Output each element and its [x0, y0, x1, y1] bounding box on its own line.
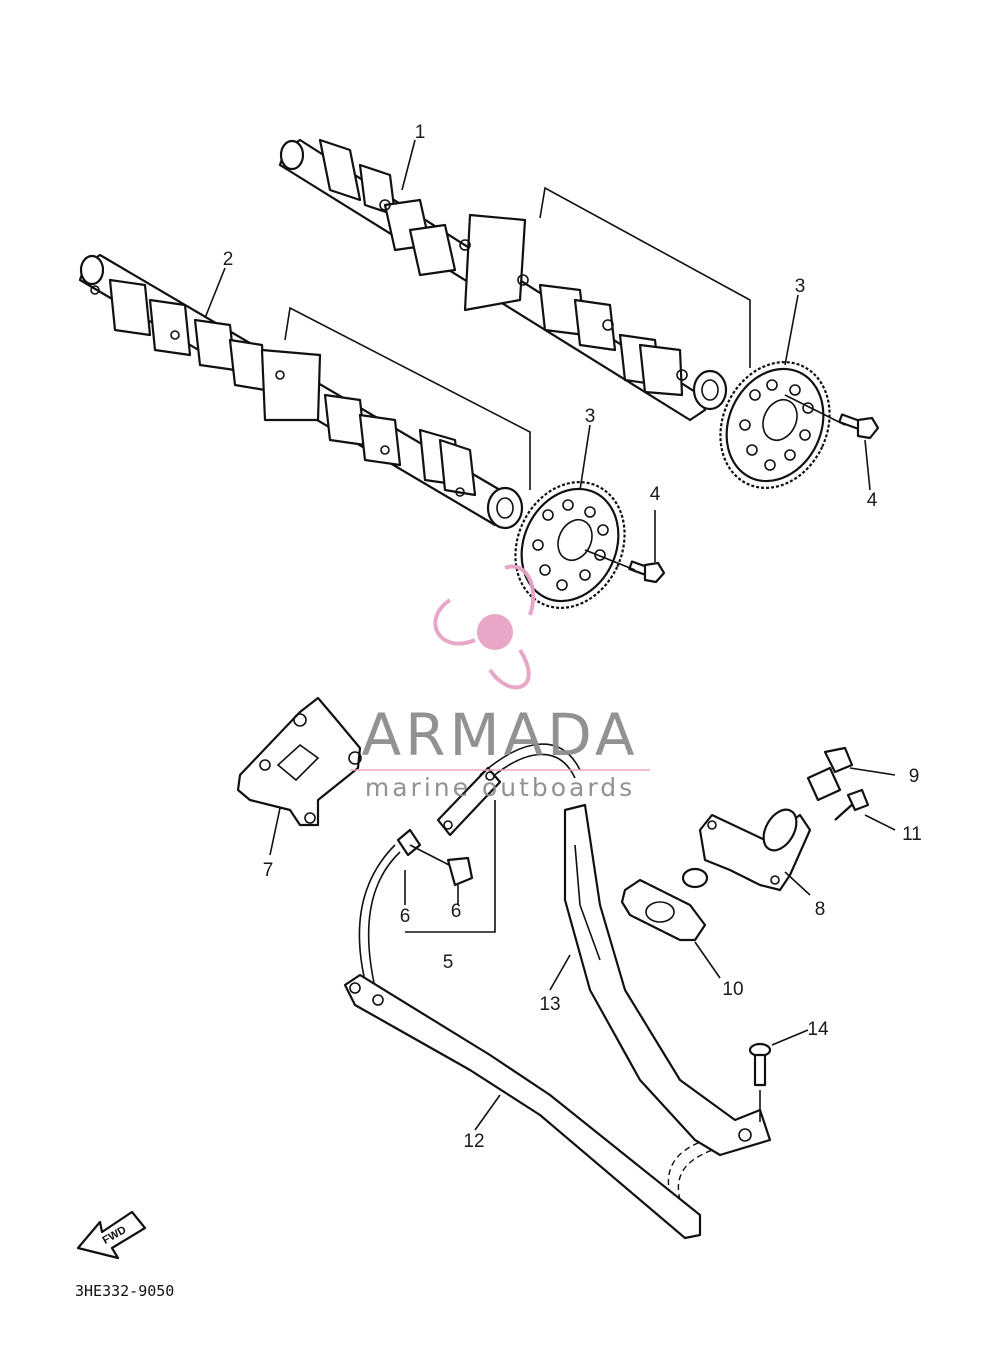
callout-6-left: 6	[400, 906, 411, 927]
camshaft-1	[278, 138, 728, 422]
callout-12: 12	[463, 1131, 484, 1152]
watermark-tagline: marine outboards	[365, 773, 635, 802]
chain-joint	[396, 766, 502, 933]
callout-8: 8	[815, 899, 826, 920]
cam-chain-tensioner	[681, 808, 812, 892]
tensioner-bolt-11	[834, 788, 870, 821]
callout-14: 14	[807, 1019, 829, 1040]
callout-13: 13	[539, 994, 560, 1015]
leader-lines	[204, 139, 896, 1131]
callout-6-right: 6	[451, 901, 462, 922]
callout-4-upper: 4	[867, 490, 878, 511]
callout-labels: 1 2 3 3 4 4 5 6 6 7 8 9 10 11 12 13 14	[223, 122, 922, 1152]
tensioner-gasket	[620, 878, 707, 942]
callout-10: 10	[722, 979, 743, 1000]
callout-1: 1	[415, 122, 426, 143]
bolt-upper	[838, 413, 880, 440]
callout-9: 9	[909, 766, 920, 787]
watermark: ARMADA marine outboards	[350, 564, 650, 802]
callout-2: 2	[223, 249, 234, 270]
callout-11: 11	[902, 824, 922, 845]
chain-guide-12	[343, 973, 702, 1240]
part-code: 3HE332-9050	[75, 1282, 174, 1300]
propeller-logo-icon	[433, 564, 536, 690]
callout-4-lower: 4	[650, 484, 661, 505]
sprocket-upper	[719, 361, 831, 489]
camshaft-cap	[236, 696, 362, 827]
bolt-14	[748, 1042, 772, 1122]
callout-3-lower: 3	[585, 406, 596, 427]
chain-guide-13	[563, 803, 772, 1157]
assembly-lines	[284, 186, 871, 571]
bolt-lower	[628, 560, 666, 584]
callout-5: 5	[443, 952, 454, 973]
sprocket-lower	[514, 481, 626, 609]
callout-3-upper: 3	[795, 276, 806, 297]
tensioner-bolt-9	[806, 746, 854, 802]
camshaft-2	[78, 253, 524, 530]
fwd-arrow-icon: FWD	[76, 1210, 147, 1260]
watermark-brand: ARMADA	[361, 701, 638, 769]
callout-7: 7	[263, 860, 274, 881]
